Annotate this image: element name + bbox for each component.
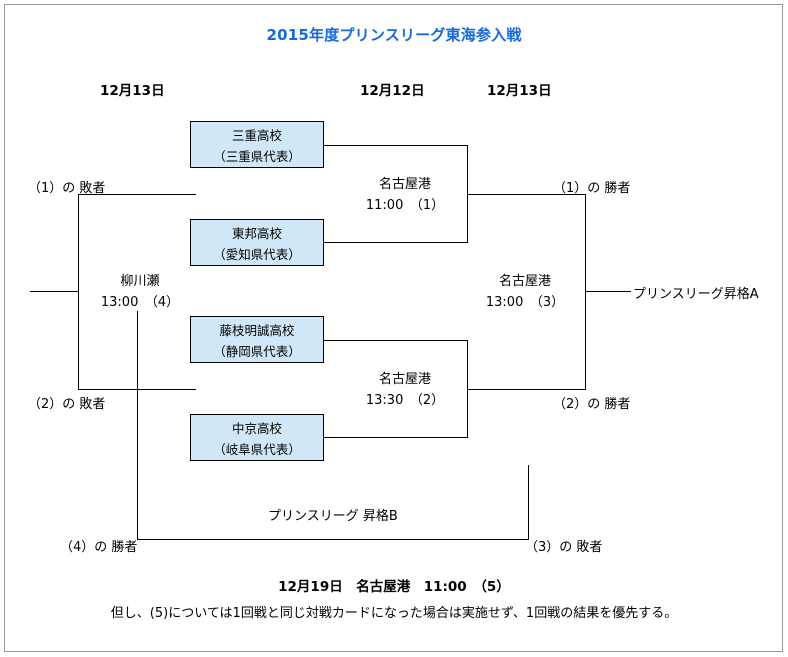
label-loser-of-3: （3）の 敗者 <box>525 540 603 555</box>
line-match5-left-stem <box>137 311 138 539</box>
line-match5-right-stem <box>528 465 529 539</box>
team-box-2: 東邦高校 （愛知県代表） <box>190 219 324 266</box>
line-loser1-in <box>78 194 196 195</box>
match-label-2: 名古屋港 13:30 （2） <box>340 369 470 411</box>
match-time-4: 13:00 （4） <box>100 295 180 310</box>
line-match4-join <box>78 194 79 390</box>
line-match1-winner-out <box>467 194 585 195</box>
diagram-frame <box>4 4 783 652</box>
match-venue-2: 名古屋港 <box>378 372 431 387</box>
match-time-2: 13:30 （2） <box>365 393 445 408</box>
team-box-3: 藤枝明誠高校 （静岡県代表） <box>190 316 324 363</box>
line-match3-winner-out <box>585 291 631 292</box>
label-winner-of-1: （1）の 勝者 <box>553 181 631 196</box>
team-name-4: 中京高校 <box>231 421 282 436</box>
line-team1-out <box>324 145 467 146</box>
match-venue-1: 名古屋港 <box>378 177 431 192</box>
match-venue-4: 柳川瀬 <box>120 274 160 289</box>
line-match4-winner-out <box>30 291 78 292</box>
line-team4-out <box>324 437 467 438</box>
page-title: 2015年度プリンスリーグ東海参入戦 <box>266 26 522 44</box>
match-label-1: 名古屋港 11:00 （1） <box>340 174 470 216</box>
team-region-2: （愛知県代表） <box>213 247 301 262</box>
label-winner-of-4: （4）の 勝者 <box>60 540 138 555</box>
team-region-1: （三重県代表） <box>213 149 301 164</box>
team-name-1: 三重高校 <box>231 128 282 143</box>
date-header-left: 12月13日 <box>100 83 165 99</box>
label-loser-of-2: （2）の 敗者 <box>28 397 106 412</box>
label-winner-of-2: （2）の 勝者 <box>553 397 631 412</box>
line-team2-out <box>324 242 467 243</box>
line-match2-winner-out <box>467 389 585 390</box>
team-box-1: 三重高校 （三重県代表） <box>190 121 324 168</box>
line-match5-bottom <box>137 539 529 540</box>
team-name-2: 東邦高校 <box>231 226 282 241</box>
team-region-4: （岐阜県代表） <box>213 442 301 457</box>
footer-match5: 12月19日 名古屋港 11:00 （5） <box>278 579 510 595</box>
match-time-3: 13:00 （3） <box>485 295 565 310</box>
line-match3-join <box>585 194 586 390</box>
footer-note: 但し、(5)については1回戦と同じ対戦カードになった場合は実施せず、1回戦の結果… <box>110 606 678 621</box>
match-venue-3: 名古屋港 <box>498 274 551 289</box>
date-header-center: 12月12日 <box>360 83 425 99</box>
match-label-4: 柳川瀬 13:00 （4） <box>77 271 203 313</box>
date-header-right: 12月13日 <box>487 83 552 99</box>
label-promotion-b: プリンスリーグ 昇格B <box>268 509 398 524</box>
team-name-3: 藤枝明誠高校 <box>219 323 295 338</box>
label-promotion-a: プリンスリーグ昇格A <box>633 287 759 302</box>
line-team3-out <box>324 340 467 341</box>
match-label-3: 名古屋港 13:00 （3） <box>462 271 588 313</box>
label-loser-of-1: （1）の 敗者 <box>28 181 106 196</box>
team-region-3: （静岡県代表） <box>213 344 301 359</box>
team-box-4: 中京高校 （岐阜県代表） <box>190 414 324 461</box>
match-time-1: 11:00 （1） <box>365 198 445 213</box>
